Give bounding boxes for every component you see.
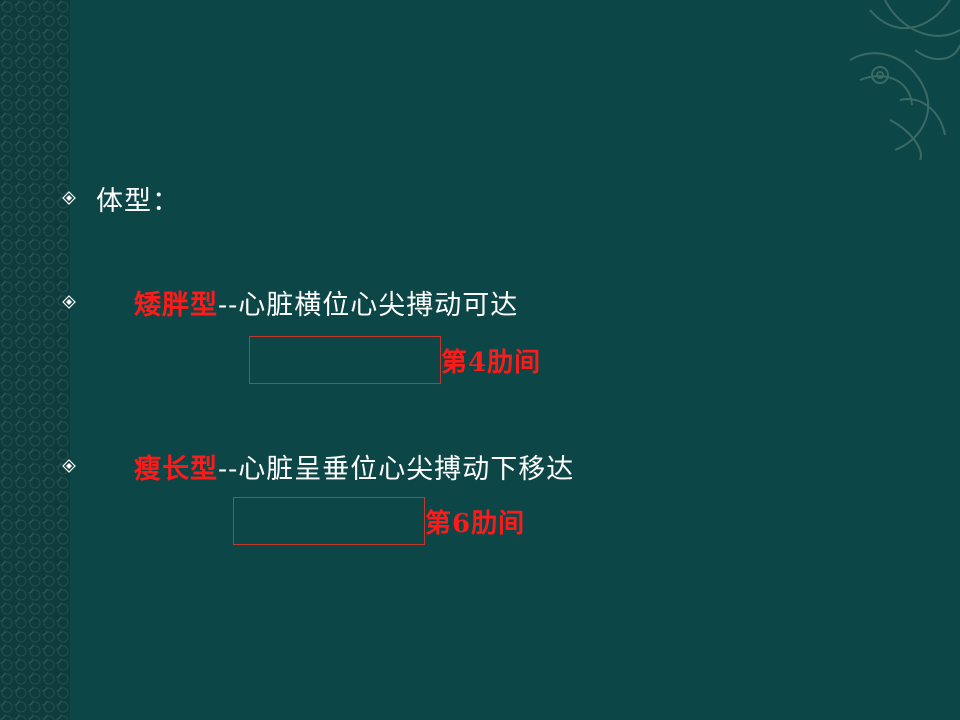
phoenix-ornament-icon: [849, 0, 960, 160]
answer-box: [249, 336, 441, 384]
heading-row: 体型：: [62, 180, 180, 217]
body-type-description: --心脏横位心尖搏动可达: [218, 289, 519, 321]
intercostal-location: 第4肋间: [441, 347, 542, 378]
body-type-line: 瘦长型--心脏呈垂位心尖搏动下移达: [134, 447, 574, 486]
sub-line-2: 第6肋间: [233, 497, 525, 545]
sub-line-1: 第4肋间: [249, 336, 541, 384]
diamond-bullet-icon: [62, 295, 76, 309]
body-type-line: 矮胖型--心脏横位心尖搏动可达: [134, 283, 518, 322]
heading-text: 体型：: [96, 185, 180, 217]
body-type-term: 瘦长型: [134, 453, 218, 485]
body-type-item-1: 矮胖型--心脏横位心尖搏动可达: [62, 283, 518, 322]
intercostal-location: 第6肋间: [425, 508, 526, 539]
diamond-bullet-icon: [62, 459, 76, 473]
body-type-item-2: 瘦长型--心脏呈垂位心尖搏动下移达: [62, 447, 574, 486]
diamond-bullet-icon: [62, 191, 76, 205]
body-type-term: 矮胖型: [134, 289, 218, 321]
answer-box: [233, 497, 425, 545]
decorative-side-band: [0, 0, 70, 720]
body-type-description: --心脏呈垂位心尖搏动下移达: [218, 453, 575, 485]
